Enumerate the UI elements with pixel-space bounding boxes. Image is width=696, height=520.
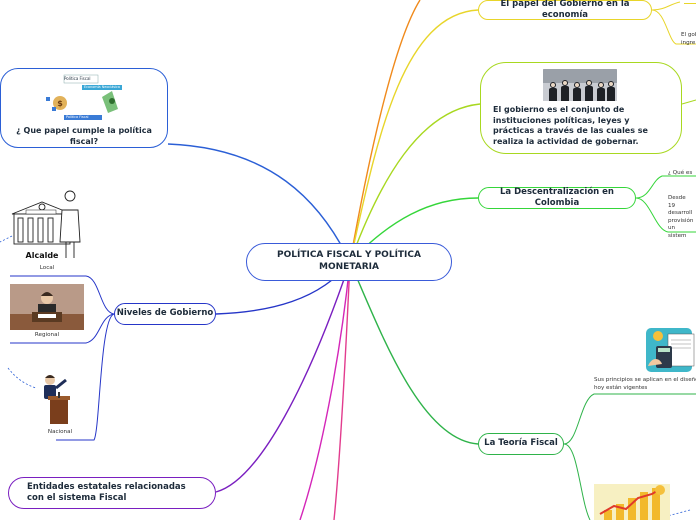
topic-teoria-fiscal[interactable]: La Teoría Fiscal bbox=[478, 433, 564, 455]
topic-politica-fiscal[interactable]: $ Política Fiscal Economía Neoclásica Po… bbox=[0, 68, 168, 148]
sub-desc-texto: Desde 19 desarroll provisión un sistem bbox=[668, 195, 694, 239]
fiscal-label-bottom: Política Fiscal bbox=[66, 115, 89, 119]
growth-chart-icon bbox=[594, 484, 670, 520]
topic-papel-gobierno[interactable]: El papel del Gobierno en la economía bbox=[478, 0, 652, 20]
alcalde-illustration: Alcalde bbox=[8, 186, 86, 262]
sub-gob-text: El gob ingre bbox=[681, 32, 696, 46]
topic-label: El gobierno es el conjunto de institucio… bbox=[493, 105, 648, 146]
topic-label: Niveles de Gobierno bbox=[116, 308, 214, 319]
calculator-icon bbox=[644, 326, 696, 374]
topic-label: ¿ Que papel cumple la política fiscal? bbox=[16, 126, 152, 146]
top-right-fragment bbox=[684, 0, 696, 4]
sub-teoria-texto: Sus principios se aplican en el diseño h… bbox=[594, 377, 696, 391]
fiscal-policy-diagram: $ Política Fiscal Economía Neoclásica Po… bbox=[42, 73, 126, 120]
fiscal-label-top: Política Fiscal bbox=[64, 76, 91, 81]
nivel-label-local: Local bbox=[39, 265, 55, 271]
topic-label: La Descentralización en Colombia bbox=[500, 186, 614, 208]
topic-label: El papel del Gobierno en la economía bbox=[500, 0, 630, 20]
nivel-label-nacional: Nacional bbox=[47, 429, 73, 435]
central-topic-label: POLÍTICA FISCAL Y POLÍTICA MONETARIA bbox=[277, 250, 421, 272]
topic-niveles-gobierno[interactable]: Niveles de Gobierno bbox=[114, 303, 216, 325]
nacional-illustration bbox=[36, 372, 80, 424]
topic-label: La Teoría Fiscal bbox=[484, 438, 558, 449]
government-group-photo bbox=[543, 69, 617, 102]
topic-descentralizacion[interactable]: La Descentralización en Colombia bbox=[478, 187, 636, 209]
regional-illustration bbox=[10, 284, 84, 330]
nivel-label-regional: Regional bbox=[34, 332, 60, 338]
svg-text:$: $ bbox=[57, 99, 63, 108]
topic-label: Entidades estatales relacionadas con el … bbox=[27, 481, 186, 503]
alcalde-caption: Alcalde bbox=[26, 251, 60, 260]
central-topic[interactable]: POLÍTICA FISCAL Y POLÍTICA MONETARIA bbox=[246, 243, 452, 281]
topic-entidades-estatales[interactable]: Entidades estatales relacionadas con el … bbox=[8, 477, 216, 509]
topic-gobierno-definicion[interactable]: El gobierno es el conjunto de institucio… bbox=[480, 62, 682, 154]
fiscal-label-right: Economía Neoclásica bbox=[84, 85, 120, 89]
sub-desc-pregunta: ¿ Qué es bbox=[668, 170, 693, 176]
